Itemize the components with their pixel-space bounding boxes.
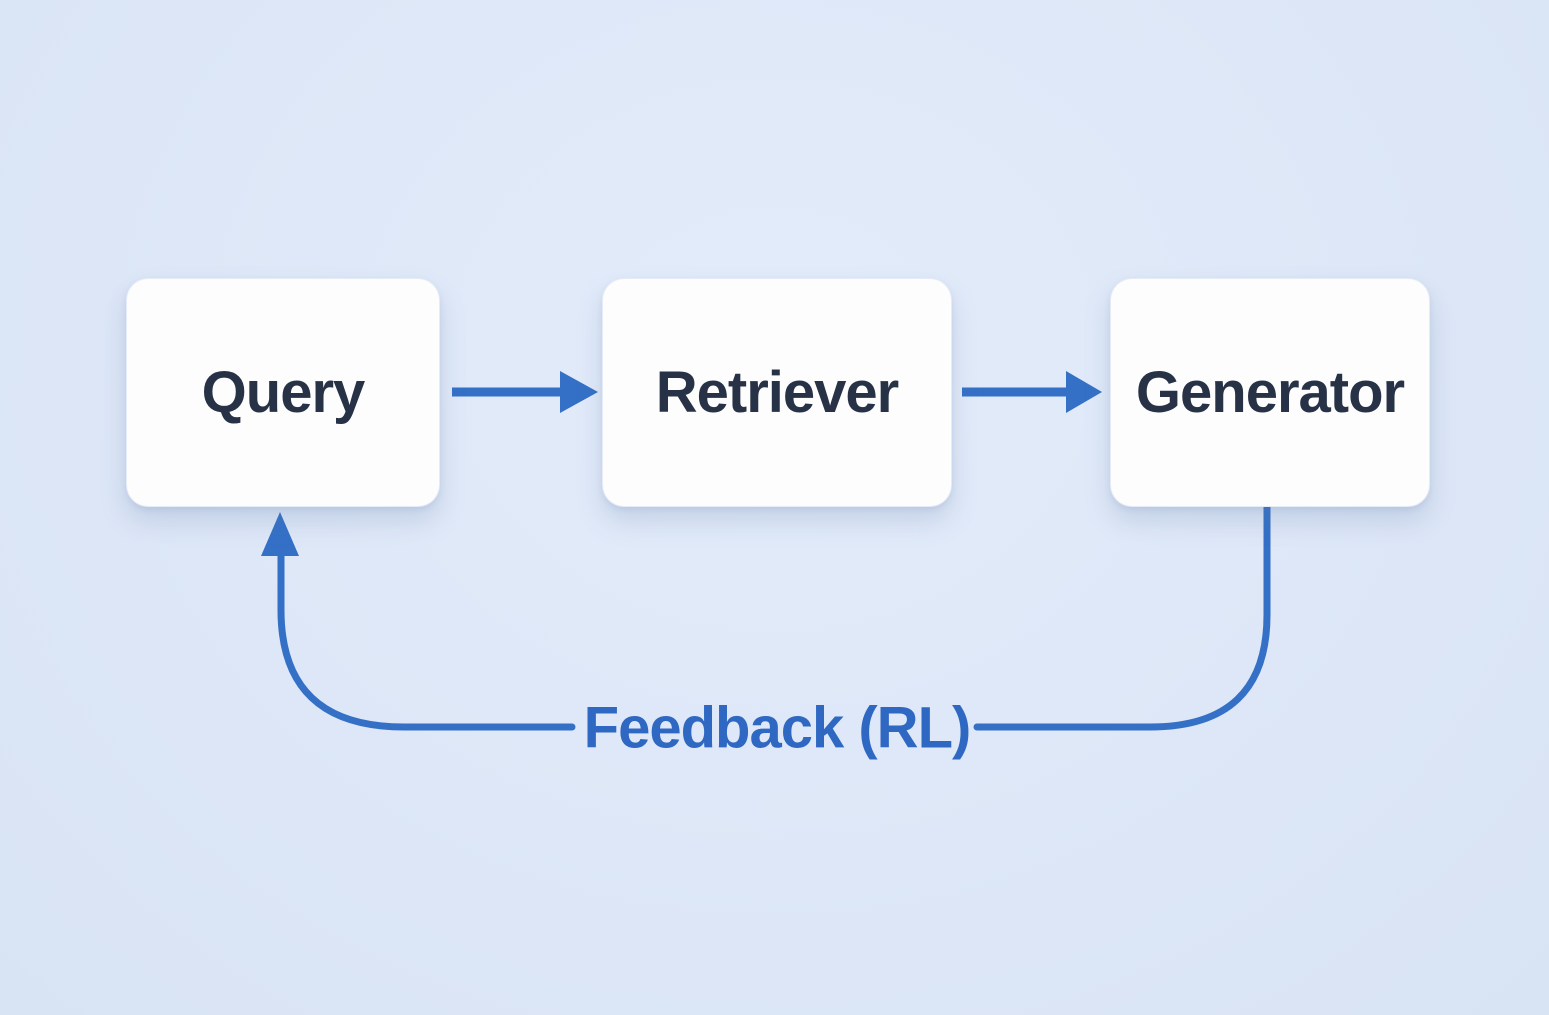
node-generator-label: Generator [1135,360,1405,425]
feedback-curve-right [973,501,1271,731]
feedback-curve-left [277,548,576,731]
node-generator: Generator [1110,278,1430,507]
node-retriever-label: Retriever [655,360,899,425]
node-query: Query [126,278,440,507]
feedback-edge-label: Feedback (RL) [583,695,972,761]
node-query-label: Query [201,360,366,425]
feedback-loop-arrow [261,501,1271,731]
node-retriever: Retriever [602,278,952,507]
arrow-retriever-to-generator [962,371,1102,413]
arrowhead-right-icon [1066,371,1102,413]
arrowhead-right-icon [560,371,598,413]
arrowhead-up-icon [261,512,299,556]
arrow-query-to-retriever [452,371,598,413]
